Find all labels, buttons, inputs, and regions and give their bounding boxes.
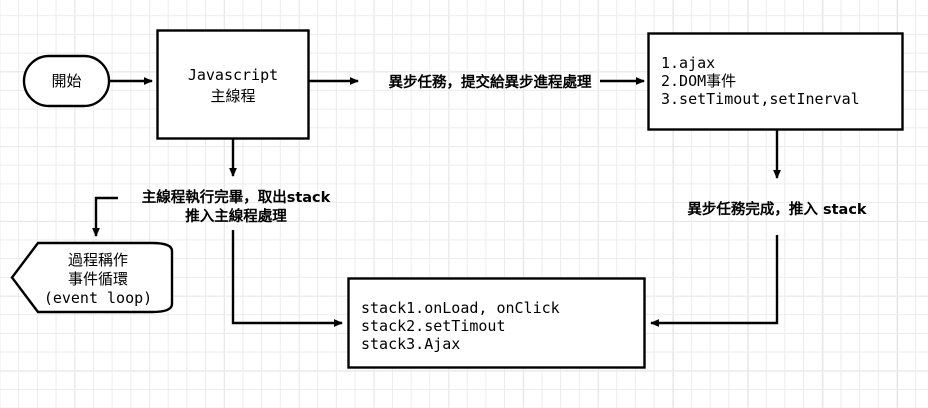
node-stack-queue-line1: stack1.onLoad, onClick bbox=[361, 299, 560, 317]
node-main-thread-box bbox=[156, 29, 310, 140]
node-event-loop-shape bbox=[10, 241, 174, 314]
node-stack-queue-box bbox=[347, 277, 646, 369]
edge-to-event-loop bbox=[92, 196, 118, 237]
node-event-loop-line2: 事件循環 bbox=[68, 270, 128, 288]
node-async-list-line2: 2.DOM事件 bbox=[661, 72, 736, 90]
node-stack-queue-line2: stack2.setTimout bbox=[361, 317, 506, 335]
node-main-thread-label-line2: 主線程 bbox=[210, 87, 255, 105]
edge-label-pull-stack-line1: 主線程執行完畢，取出stack bbox=[142, 188, 331, 206]
node-main-thread-label-line1: Javascript bbox=[188, 66, 278, 84]
node-async-list-box bbox=[647, 32, 904, 131]
node-event-loop-line3: (event loop) bbox=[44, 289, 152, 307]
node-async-list-line1: 1.ajax bbox=[661, 54, 715, 72]
node-event-loop-line1: 過程稱作 bbox=[68, 251, 128, 269]
edge-label-pull-stack-line2: 推入主線程處理 bbox=[185, 207, 287, 225]
node-start-label: 開始 bbox=[51, 72, 81, 90]
edge-label-async-done: 異步任務完成，推入 stack bbox=[687, 200, 866, 218]
node-start-shape bbox=[22, 54, 111, 108]
edge-asyncdone-to-stack bbox=[650, 235, 779, 327]
node-async-list-line3: 3.setTimout,setInerval bbox=[661, 90, 860, 108]
edge-mainthread-to-stack bbox=[231, 230, 343, 327]
edge-label-async-dispatch: 異步任務，提交給異步進程處理 bbox=[389, 73, 592, 91]
node-stack-queue-line3: stack3.Ajax bbox=[361, 335, 460, 353]
